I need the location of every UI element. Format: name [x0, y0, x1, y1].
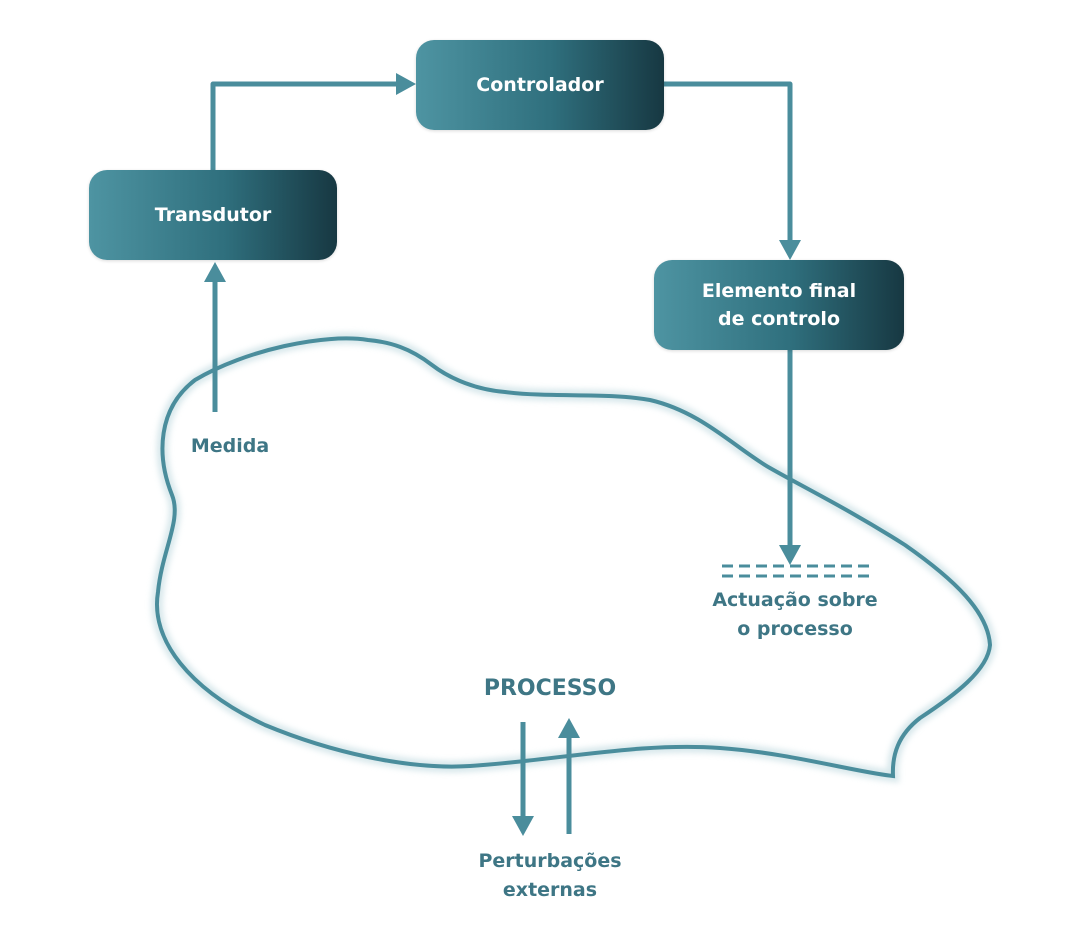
perturbacoes-text-line2: externas — [502, 879, 598, 901]
processo-text: PROCESSO — [483, 676, 617, 701]
actuacao-label: Actuação sobre o processo — [690, 586, 900, 644]
elemento-final-box: Elemento final de controlo — [654, 260, 904, 350]
perturbacoes-text-line1: Perturbações — [478, 850, 622, 872]
controlador-input-arrowhead — [396, 73, 416, 95]
transdutor-input-arrowhead — [204, 262, 226, 282]
process-boundary-shadow — [151, 332, 997, 783]
elemento-final-label-line1: Elemento final — [701, 280, 857, 302]
perturbacoes-up-arrowhead — [558, 718, 580, 738]
transdutor-to-controlador-line — [210, 81, 396, 170]
controlador-label: Controlador — [476, 74, 604, 96]
perturbacoes-label: Perturbações externas — [450, 847, 650, 905]
perturbacoes-down-arrowhead — [512, 816, 534, 836]
actuacao-text-line2: o processo — [737, 618, 853, 640]
medida-label: Medida — [160, 432, 300, 461]
transdutor-label: Transdutor — [154, 204, 272, 226]
controlador-to-elemento-line — [663, 81, 793, 240]
elemento-final-label-line2: de controlo — [717, 308, 840, 330]
transdutor-box: Transdutor — [89, 170, 337, 260]
medida-text: Medida — [190, 435, 270, 457]
controlador-box: Controlador — [416, 40, 664, 130]
actuacao-arrowhead — [779, 545, 801, 565]
processo-label: PROCESSO — [450, 676, 650, 701]
elemento-input-arrowhead — [779, 240, 801, 260]
process-boundary — [155, 336, 993, 779]
actuacao-text-line1: Actuação sobre — [712, 589, 878, 611]
